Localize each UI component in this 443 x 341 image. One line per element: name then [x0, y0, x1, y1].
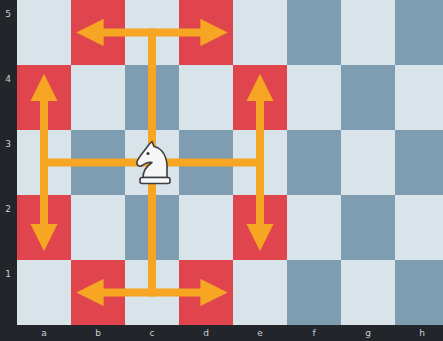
- board-square: [341, 0, 395, 65]
- rank-label: 5: [5, 9, 11, 19]
- file-label: f: [312, 328, 315, 338]
- board-square: [395, 130, 443, 195]
- board-square: [395, 195, 443, 260]
- board-square: [341, 130, 395, 195]
- board-square: [179, 65, 233, 130]
- board-square: [287, 0, 341, 65]
- file-label: g: [365, 328, 371, 338]
- move-arrow: [90, 29, 214, 37]
- board-square: [395, 0, 443, 65]
- board-square: [341, 195, 395, 260]
- board-square: [395, 65, 443, 130]
- board-square: [233, 260, 287, 325]
- board-square: [287, 260, 341, 325]
- move-arrow: [44, 159, 152, 167]
- white-knight: [137, 142, 170, 184]
- board-square: [71, 65, 125, 130]
- move-arrow: [90, 289, 214, 297]
- rank-label: 1: [5, 269, 11, 279]
- board-square: [179, 195, 233, 260]
- board-square: [17, 0, 71, 65]
- file-label: c: [150, 328, 155, 338]
- board-square: [233, 0, 287, 65]
- file-label: b: [95, 328, 101, 338]
- board-square: [287, 195, 341, 260]
- rank-label: 4: [5, 74, 11, 84]
- board-square: [395, 260, 443, 325]
- file-label: a: [41, 328, 47, 338]
- move-arrow: [40, 88, 48, 238]
- board-square: [287, 65, 341, 130]
- file-label: h: [419, 328, 425, 338]
- move-arrow: [256, 88, 264, 238]
- knight-eye: [146, 152, 149, 155]
- rank-label: 3: [5, 139, 11, 149]
- board-square: [341, 65, 395, 130]
- file-label: e: [257, 328, 263, 338]
- board-square: [341, 260, 395, 325]
- file-label: d: [203, 328, 209, 338]
- rank-label: 2: [5, 204, 11, 214]
- knight-body: [137, 142, 167, 178]
- board-square: [71, 195, 125, 260]
- board-square: [287, 130, 341, 195]
- move-arrow: [152, 159, 260, 167]
- knight-base: [140, 178, 170, 184]
- board-square: [17, 260, 71, 325]
